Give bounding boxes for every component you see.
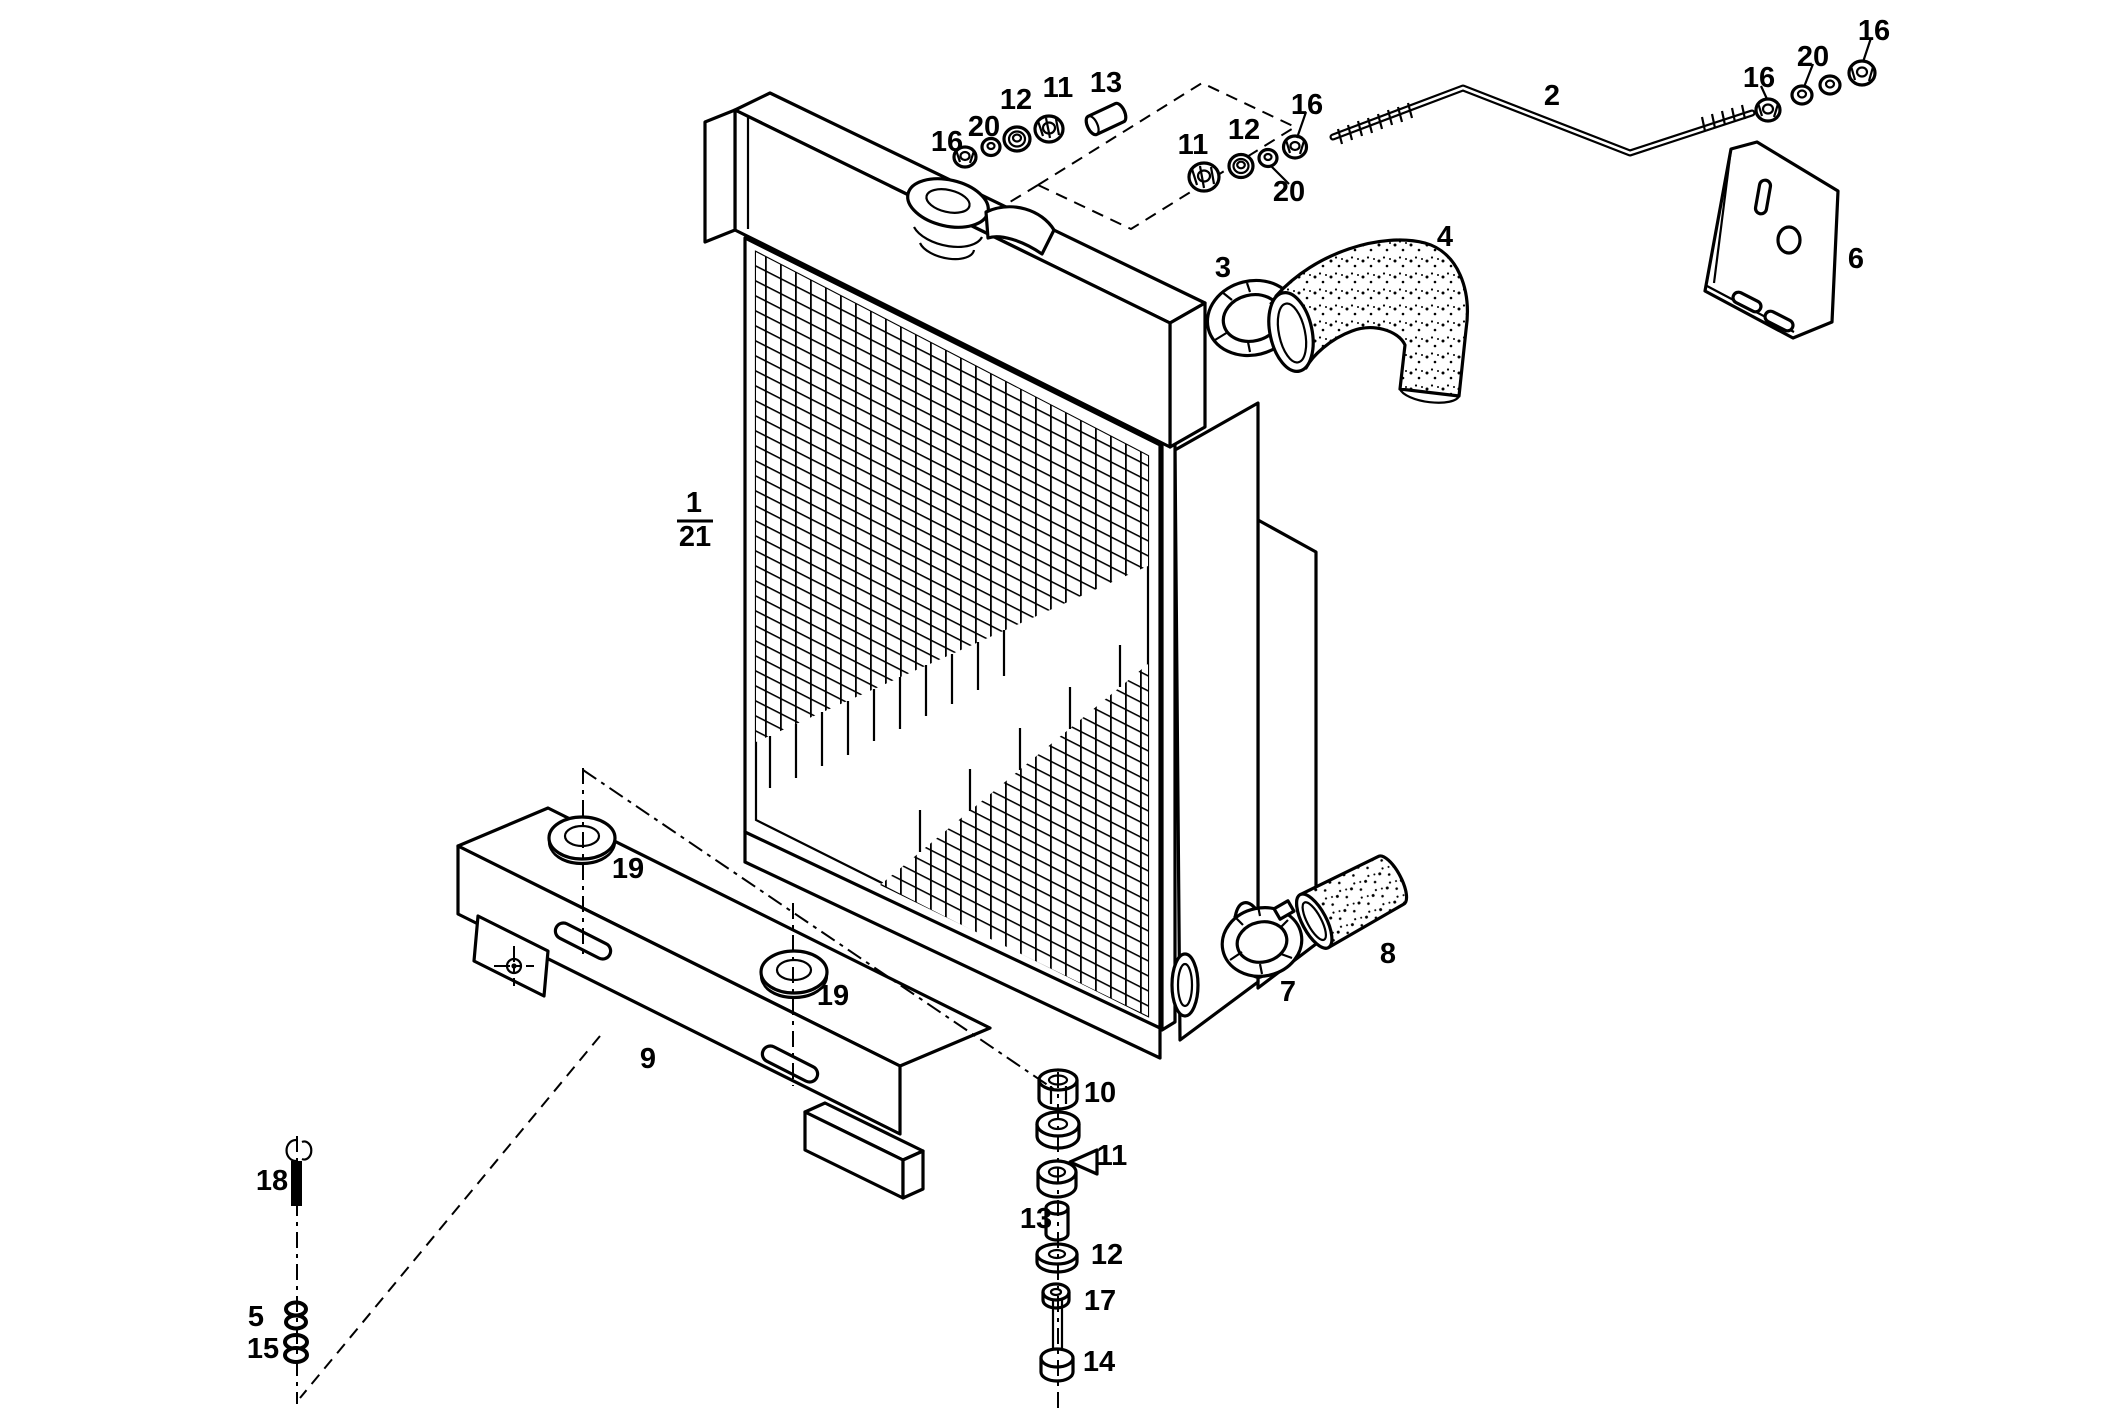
lock-washer-20 xyxy=(980,136,1002,158)
washer-20 xyxy=(1790,84,1814,106)
callout-label-8: 8 xyxy=(1380,938,1396,970)
pin-18 xyxy=(285,1138,313,1206)
washer-12 xyxy=(1227,152,1255,180)
fin-strokes xyxy=(768,630,1122,852)
bracket-end-tab xyxy=(472,914,550,998)
callout-label-10: 10 xyxy=(1084,1077,1116,1109)
callout-label-20: 20 xyxy=(1797,41,1829,73)
core-mesh-lower xyxy=(880,664,1148,1016)
nut-16 xyxy=(1281,134,1309,160)
callout-label-11: 11 xyxy=(1178,129,1209,161)
callout-label-17: 17 xyxy=(1084,1285,1116,1317)
callout-label-4: 4 xyxy=(1437,221,1453,253)
nut-16 xyxy=(1847,59,1877,87)
stay-rod xyxy=(1329,84,1756,157)
overflow-spout xyxy=(984,205,1056,256)
callout-label-13: 13 xyxy=(1090,67,1122,99)
sheet-reference: 1 21 xyxy=(677,487,713,553)
hardware-row-rod-end xyxy=(1754,37,1877,123)
lock-washer-20 xyxy=(1257,147,1279,169)
rubber-bush-11 xyxy=(1035,1110,1081,1150)
callout-label-12: 12 xyxy=(1000,84,1032,116)
callout-label-16: 16 xyxy=(1858,15,1890,47)
filler-cap xyxy=(906,177,1056,261)
lower-support-bracket xyxy=(456,806,992,1200)
elbow-hose xyxy=(1267,238,1469,404)
sheet-reference-numerator: 1 xyxy=(686,487,702,519)
callout-label-11: 11 xyxy=(1097,1140,1128,1172)
lock-washer-20 xyxy=(1818,74,1842,96)
bracket-foot xyxy=(803,1101,925,1200)
callout-label-3: 3 xyxy=(1215,252,1231,284)
dashed-mounting-plane xyxy=(994,81,1298,231)
callout-label-16: 16 xyxy=(1743,62,1775,94)
core-mesh-upper xyxy=(756,252,1148,742)
spacer-13 xyxy=(1084,101,1128,137)
nut-16 xyxy=(952,145,978,169)
callout-label-20: 20 xyxy=(968,111,1000,143)
callout-label-16: 16 xyxy=(1291,89,1323,121)
callout-label-5: 5 xyxy=(248,1301,264,1333)
washer-12 xyxy=(1002,125,1032,153)
bracket-hole xyxy=(494,946,534,986)
callout-label-11: 11 xyxy=(1043,72,1074,104)
callout-label-6: 6 xyxy=(1848,243,1864,275)
side-shroud-panel xyxy=(1173,401,1260,1042)
callout-label-14: 14 xyxy=(1083,1346,1115,1378)
rod-threads xyxy=(1336,102,1747,145)
hardware-row-upper-right xyxy=(1187,111,1309,193)
callout-label-2: 2 xyxy=(1544,80,1560,112)
radiator-assembly xyxy=(703,91,1318,1060)
core-side-channel xyxy=(1160,435,1177,1032)
hose-clamp-lower xyxy=(1220,899,1304,978)
nut-16 xyxy=(1754,97,1782,123)
connector-pipe xyxy=(1295,854,1409,950)
hardware-row-upper-left xyxy=(952,101,1128,169)
tank-left-face xyxy=(703,108,737,244)
sheet-reference-denominator: 21 xyxy=(679,521,711,553)
callout-label-12: 12 xyxy=(1228,114,1260,146)
callout-label-19: 19 xyxy=(817,980,849,1012)
callout-label-7: 7 xyxy=(1280,976,1296,1008)
upper-mounting-bracket xyxy=(1703,140,1840,340)
callout-label-15: 15 xyxy=(247,1333,279,1365)
callout-label-20: 20 xyxy=(1273,176,1305,208)
callout-label-16: 16 xyxy=(931,126,963,158)
washer-17 xyxy=(1041,1282,1071,1310)
nut-10 xyxy=(1037,1068,1079,1111)
bushing-11 xyxy=(1033,114,1065,144)
bushing-11 xyxy=(1187,161,1221,193)
tank-right-face xyxy=(1168,301,1207,449)
callout-label-13: 13 xyxy=(1020,1203,1052,1235)
label-arrow xyxy=(1068,1148,1099,1176)
callout-label-19: 19 xyxy=(612,853,644,885)
callout-label-9: 9 xyxy=(640,1043,656,1075)
center-lines xyxy=(296,768,1059,1408)
callout-label-18: 18 xyxy=(256,1165,288,1197)
callout-label-12: 12 xyxy=(1091,1239,1123,1271)
